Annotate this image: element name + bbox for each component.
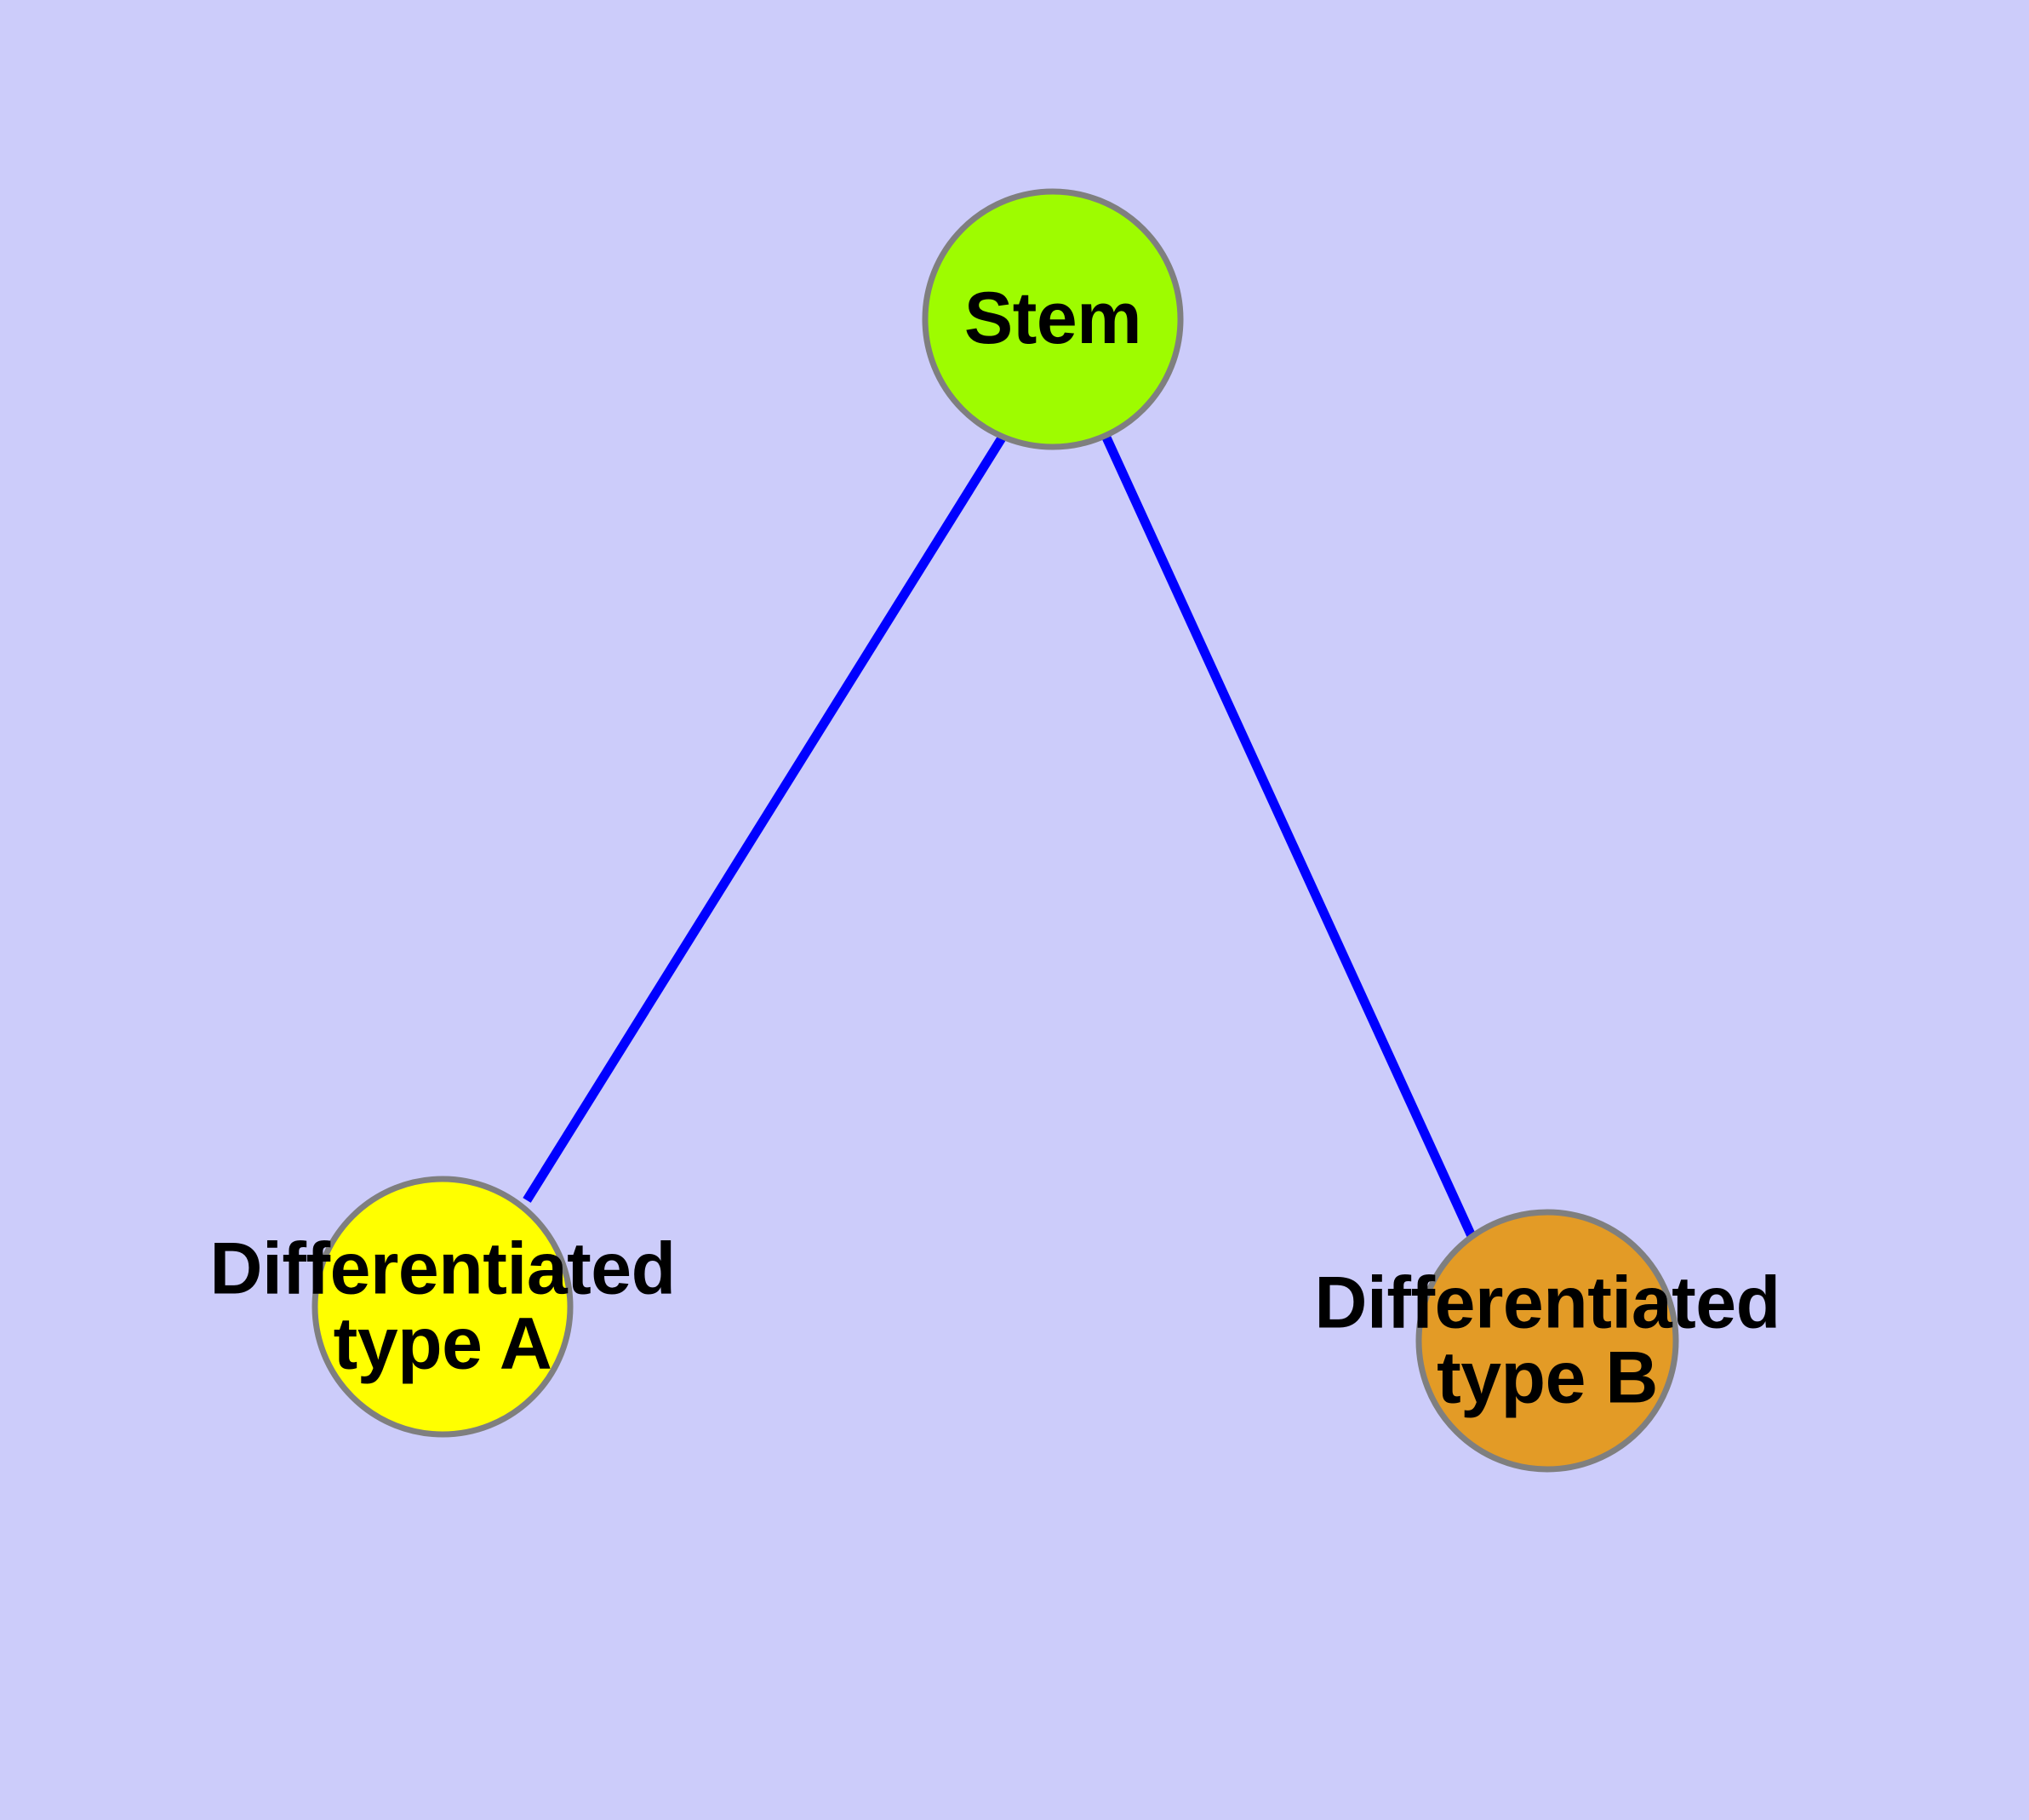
edge-stem-to-diff-b <box>1101 435 1477 1239</box>
node-circle-stem[interactable] <box>922 188 1184 450</box>
node-circle-diff_a[interactable] <box>311 1176 574 1438</box>
nodes-layer <box>311 188 1679 1473</box>
node-circle-diff_b[interactable] <box>1415 1209 1679 1473</box>
edges-layer <box>523 434 1477 1239</box>
edge-stem-to-diff-a <box>523 434 1007 1203</box>
